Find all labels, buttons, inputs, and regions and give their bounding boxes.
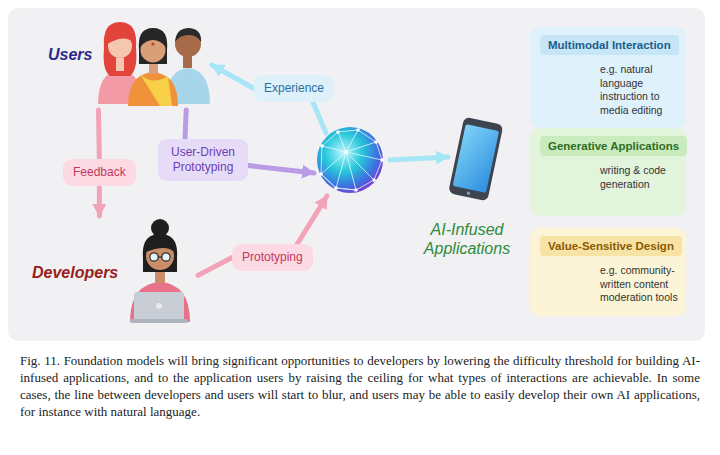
example-card: Multimodal Interaction e.g. natural langu… (530, 27, 686, 128)
label-pill: Prototyping (232, 244, 313, 271)
card-body: e.g. community-written content moderatio… (600, 264, 684, 305)
card-row: e.g. community-written content moderatio… (540, 264, 678, 305)
developer-figure (130, 219, 190, 323)
flow-arrow (212, 65, 254, 89)
card-heading: Generative Applications (540, 136, 687, 156)
card-heading: Multimodal Interaction (540, 35, 679, 55)
card-row: e.g. natural language instruction to med… (540, 63, 678, 118)
pill-text: Prototyping (242, 250, 303, 265)
label-pill: Feedback (63, 159, 136, 186)
group-label: Developers (32, 264, 118, 282)
pill-text: User-Driven Prototyping (168, 145, 238, 175)
panel (8, 8, 705, 341)
label-pill: User-Driven Prototyping (158, 139, 248, 181)
card-body: e.g. natural language instruction to med… (600, 63, 684, 118)
flow-arrow (185, 110, 186, 139)
flow-arrow (198, 258, 232, 276)
flow-arrow (97, 186, 102, 216)
application-node: AI-Infused Applications (412, 112, 522, 258)
arrow (390, 157, 448, 160)
application-label: AI-Infused Applications (412, 220, 522, 258)
example-card: Generative Applications writing & code ge… (530, 128, 686, 216)
card-row: Multimodal Interaction (540, 35, 678, 55)
phone-icon (448, 117, 503, 202)
card-body: writing & code generation (600, 164, 684, 191)
foundation-model-sphere (317, 127, 384, 193)
card-row: Value-Sensitive Design (540, 236, 678, 256)
example-card: Value-Sensitive Design e.g. community-wri… (530, 228, 686, 316)
pill-text: Feedback (73, 165, 126, 180)
arrow (244, 165, 314, 173)
card-row: writing & code generation (540, 164, 678, 191)
flow-arrow (96, 110, 102, 159)
pill-text: Experience (264, 81, 324, 96)
card-row: Generative Applications (540, 136, 678, 156)
label-pill: Experience (254, 75, 334, 102)
arrow (312, 100, 326, 133)
group-label: Users (48, 46, 92, 64)
users-group: Users (40, 20, 212, 110)
figure-caption: Fig. 11. Foundation models will bring si… (20, 352, 700, 421)
arrow (296, 196, 327, 246)
developers-group: Developers (28, 216, 198, 324)
card-heading: Value-Sensitive Design (540, 236, 682, 256)
users-figure (98, 22, 210, 106)
